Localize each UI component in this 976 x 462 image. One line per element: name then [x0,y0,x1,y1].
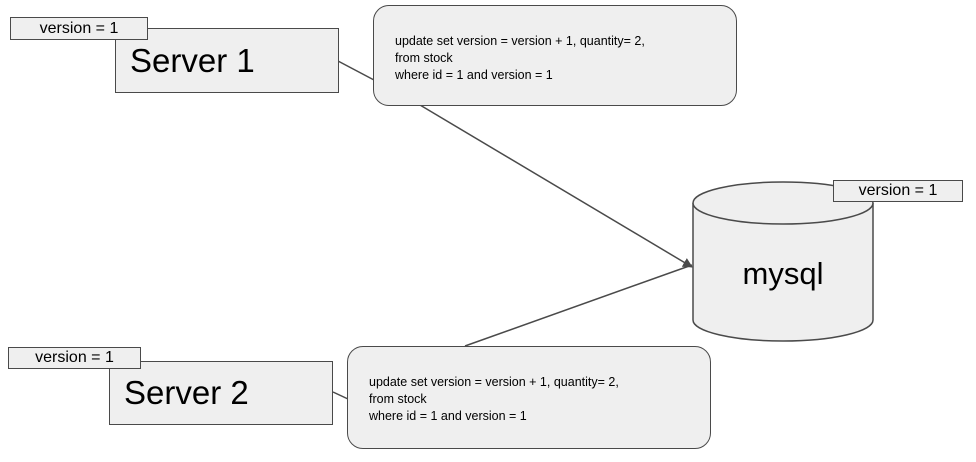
server1-query-box: update set version = version + 1, quanti… [373,5,737,106]
database-version-tag: version = 1 [833,180,963,202]
server2-label: Server 2 [124,374,249,411]
server1-version-text: version = 1 [39,19,119,37]
server2-to-db-arrow [464,264,693,347]
server2-query-line: from stock [369,392,427,406]
server2-to-db-connector [332,391,349,400]
database-label: mysql [742,256,824,291]
server1-query-line: from stock [395,51,453,65]
server1-query-line: update set version = version + 1, quanti… [395,34,645,48]
server1-box: Server 1 [115,28,339,93]
server1-label: Server 1 [130,41,255,79]
server1-query-line: where id = 1 and version = 1 [395,68,553,82]
server1-to-db-connector [337,60,375,81]
database-cylinder [692,181,874,342]
server1-version-tag: version = 1 [10,17,148,40]
server2-query-line: where id = 1 and version = 1 [369,409,527,423]
server2-version-text: version = 1 [35,349,114,366]
database-version-text: version = 1 [858,182,938,199]
server2-query-line: update set version = version + 1, quanti… [369,375,619,389]
server2-query-box: update set version = version + 1, quanti… [347,346,711,449]
server2-version-tag: version = 1 [8,347,141,369]
server2-box: Server 2 [109,361,333,425]
server1-to-db-arrow [419,104,693,268]
